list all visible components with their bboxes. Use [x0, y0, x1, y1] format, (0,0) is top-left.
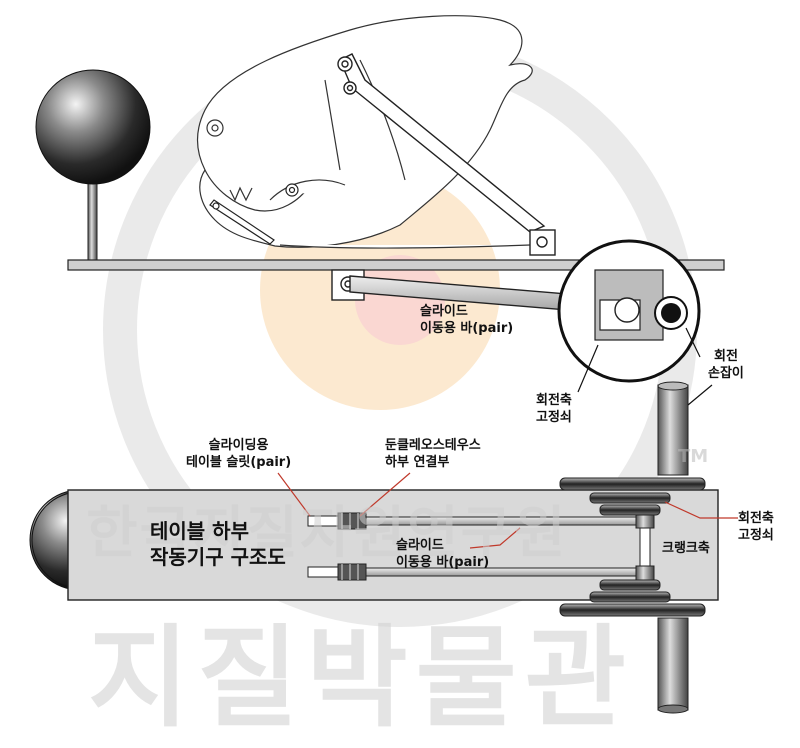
label-line: 고정쇠 — [738, 528, 774, 543]
rotation-disc — [557, 239, 701, 383]
label-line: 고정쇠 — [536, 410, 572, 425]
label-line: 회전 — [713, 349, 738, 364]
label-line: 손잡이 — [708, 366, 744, 381]
label-rotation-handle: 회전 손잡이 — [708, 348, 744, 382]
label-rotation-axis-fix-top: 회전축 고정쇠 — [536, 392, 572, 426]
label-slide-bar-bottom: 슬라이드 이동용 바(pair) — [396, 537, 489, 571]
watermark-tm: TM — [678, 446, 709, 467]
label-line: 이동용 바(pair) — [396, 555, 490, 570]
label-line: 회전축 — [536, 393, 572, 408]
crankshaft-assembly — [559, 381, 706, 714]
label-line: 회전축 — [738, 511, 774, 526]
table-plate-side — [67, 259, 725, 271]
label-line: 작동기구 구조도 — [150, 545, 286, 569]
label-line: 슬라이드 — [420, 304, 468, 319]
upper-linkage — [337, 53, 556, 256]
label-crankshaft: 크랭크축 — [662, 541, 710, 556]
watermark-text-2: 지질박물관 — [88, 614, 634, 742]
leader-lines-top — [577, 327, 701, 393]
sphere-on-post — [35, 69, 151, 263]
label-line: 테이블 슬릿(pair) — [186, 455, 292, 470]
label-sliding-table-slot: 슬라이딩용 테이블 슬릿(pair) — [186, 437, 291, 471]
label-dunkleosteus-joint: 둔클레오스테우스 하부 연결부 — [385, 437, 481, 471]
label-line: 하부 연결부 — [385, 455, 450, 470]
label-line: 둔클레오스테우스 — [385, 438, 481, 453]
leader-line-handle — [687, 384, 713, 406]
table-slots — [307, 512, 367, 581]
leader-lines-bottom — [277, 472, 738, 549]
label-table-title: 테이블 하부 작동기구 구조도 — [150, 518, 286, 570]
label-line: 슬라이딩용 — [208, 438, 269, 453]
mechanism-diagram — [29, 15, 738, 714]
label-line: 이동용 바(pair) — [420, 321, 514, 336]
label-slide-bar-top: 슬라이드 이동용 바(pair) — [420, 303, 513, 337]
jaw-link — [209, 183, 299, 245]
label-line: 테이블 하부 — [150, 519, 249, 543]
watermark-text-1: 한국지질자원연구원 — [86, 501, 568, 566]
label-rotation-axis-fix-bottom: 회전축 고정쇠 — [738, 510, 774, 544]
dunkleosteus-skull — [196, 15, 533, 249]
label-line: 슬라이드 — [396, 538, 444, 553]
diagram-stage: 한국지질자원연구원 지질박물관 TM 슬라이드 이동용 바(pair) 회전축 … — [29, 15, 774, 742]
